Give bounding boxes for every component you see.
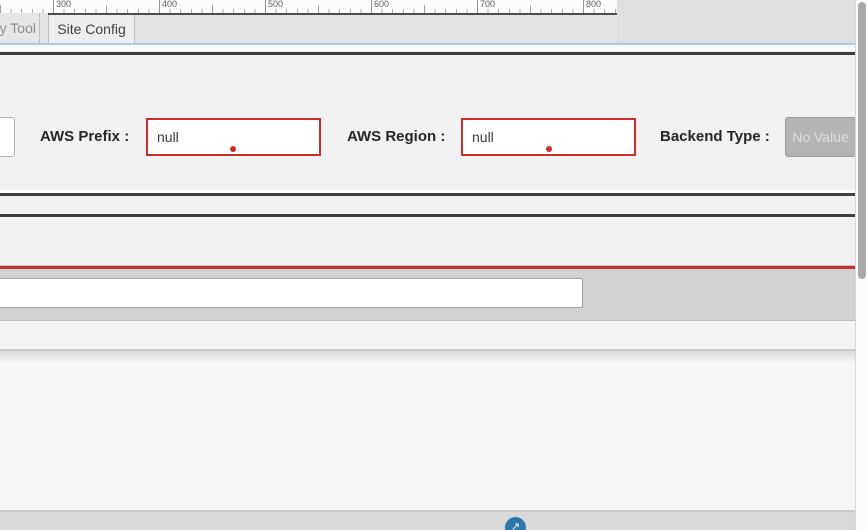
- tab-bar-top-border: [48, 13, 617, 15]
- ruler-tick-label: 500: [268, 0, 284, 9]
- text-input[interactable]: [0, 278, 583, 308]
- panel-edge-shadow: [0, 351, 855, 361]
- ruler-major-tick: 700: [477, 0, 495, 13]
- clipped-left-input[interactable]: [0, 117, 15, 157]
- ruler-major-tick: 400: [159, 0, 177, 13]
- ruler-major-tick: 300: [53, 0, 71, 13]
- tab-site-config-label: Site Config: [57, 20, 126, 37]
- ruler-tick-label: 600: [374, 0, 390, 9]
- ruler-tick-label: 700: [480, 0, 496, 9]
- section-divider: [0, 192, 855, 196]
- section-divider: [0, 213, 855, 217]
- horizontal-ruler: 300 400 500 600 700 800: [0, 0, 617, 13]
- ruler-tick-label: 400: [162, 0, 178, 9]
- divider-gray: [0, 264, 855, 266]
- divider-highlight: [0, 190, 855, 193]
- vertical-scrollbar-thumb[interactable]: [857, 2, 866, 279]
- active-tab-underline: [0, 43, 855, 45]
- backend-type-label: Backend Type :: [660, 128, 770, 145]
- arrow-up-right-icon: ↗: [510, 521, 521, 530]
- header-filler: [617, 0, 855, 43]
- panel-edge: [0, 349, 855, 351]
- content-area: [0, 361, 855, 510]
- ruler-major-tick: 600: [371, 0, 389, 13]
- aws-region-label: AWS Region :: [347, 128, 446, 145]
- ruler-major-tick: 800: [583, 0, 601, 13]
- tab-tool-label: y Tool: [0, 20, 36, 36]
- aws-prefix-label: AWS Prefix :: [40, 128, 130, 145]
- validation-error-dot: [546, 146, 552, 152]
- validation-error-dot: [230, 146, 236, 152]
- spacer: [0, 44, 855, 52]
- backend-type-value-label: No Value: [792, 129, 849, 145]
- section-divider: [0, 51, 855, 55]
- footer-bar: [0, 511, 855, 530]
- ruler-tick-label: 800: [586, 0, 602, 9]
- spacer-band: [0, 321, 855, 349]
- tab-tool[interactable]: y Tool: [0, 13, 40, 43]
- backend-type-value-button[interactable]: No Value: [785, 117, 856, 157]
- error-section-divider: [0, 266, 855, 269]
- footer-border: [0, 510, 855, 512]
- ruler-major-tick: 500: [265, 0, 283, 13]
- ruler-tick-label: 300: [56, 0, 72, 9]
- fab-button[interactable]: ↗: [505, 517, 526, 530]
- tab-site-config[interactable]: Site Config: [48, 14, 135, 43]
